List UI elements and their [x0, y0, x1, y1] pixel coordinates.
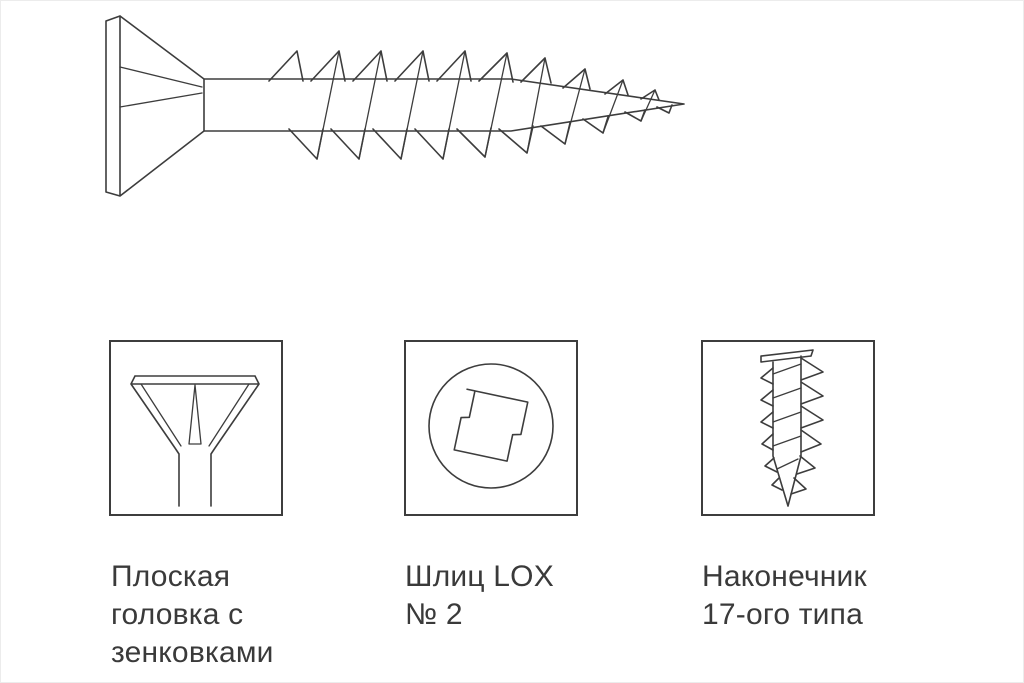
tip-helix-lines — [772, 363, 802, 470]
feature-label-head: Плоская головка с зенковками — [111, 558, 274, 672]
tip-top-edge — [760, 349, 814, 363]
screw-side-view-drawing — [105, 15, 685, 197]
feature-label-line: № 2 — [405, 598, 463, 631]
screw-head-outline — [105, 15, 205, 197]
feature-label-tip: Наконечник 17-ого типа — [702, 558, 867, 634]
tip-right-threads — [790, 357, 824, 495]
screw-thread-lower-crests — [288, 104, 673, 160]
screw-tip-icon — [760, 349, 824, 507]
drive-square-recess — [453, 388, 529, 462]
drive-head-circle — [428, 363, 554, 489]
countersunk-head-icon — [130, 375, 260, 507]
screw-shank-outline — [203, 78, 685, 132]
lox-drive-icon — [428, 363, 554, 489]
feature-label-line: Плоская — [111, 560, 231, 593]
head-front-inner-facets — [140, 383, 250, 447]
tip-left-threads — [760, 367, 783, 491]
feature-label-line: Шлиц LOX — [405, 560, 554, 593]
feature-box-tip — [701, 340, 875, 516]
feature-label-line: головка с — [111, 598, 244, 631]
screw-head-facet-lines — [119, 66, 203, 108]
head-front-outline — [130, 375, 260, 507]
feature-label-drive: Шлиц LOX № 2 — [405, 558, 554, 634]
feature-box-head — [109, 340, 283, 516]
tip-core-outline — [772, 355, 802, 507]
feature-label-line: 17-ого типа — [702, 598, 863, 631]
screw-thread-helix-lines — [316, 50, 656, 160]
feature-label-line: зенковками — [111, 636, 274, 669]
feature-box-drive — [404, 340, 578, 516]
feature-label-line: Наконечник — [702, 560, 867, 593]
